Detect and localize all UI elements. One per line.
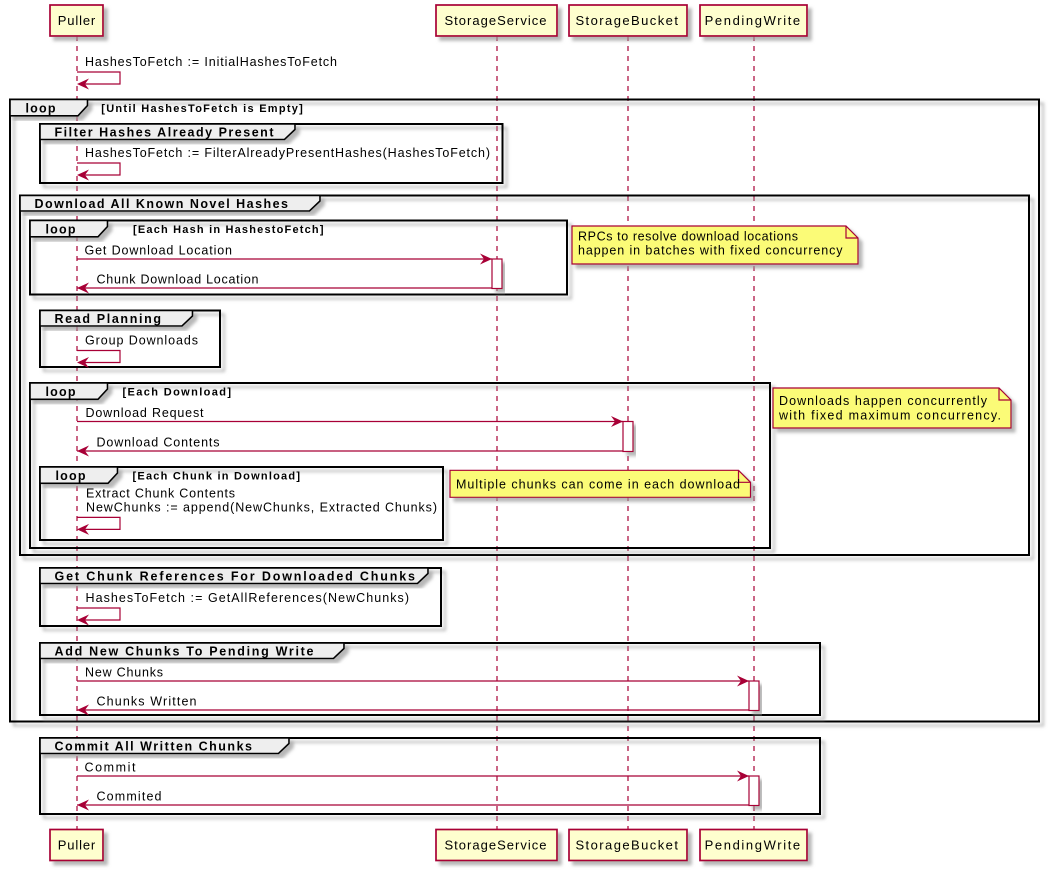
svg-text:Download All Known Novel Hashe: Download All Known Novel Hashes xyxy=(35,197,289,211)
svg-text:Multiple chunks can come in ea: Multiple chunks can come in each downloa… xyxy=(456,478,740,492)
svg-text:NewChunks := append(NewChunks,: NewChunks := append(NewChunks, Extracted… xyxy=(86,500,437,514)
svg-text:Downloads happen concurrently: Downloads happen concurrently xyxy=(779,394,988,408)
svg-text:[Each Download]: [Each Download] xyxy=(123,387,232,399)
svg-text:Chunks Written: Chunks Written xyxy=(97,695,197,709)
svg-text:happen in batches with fixed c: happen in batches with fixed concurrency xyxy=(578,244,843,258)
svg-text:PendingWrite: PendingWrite xyxy=(705,838,801,853)
svg-text:Commit: Commit xyxy=(85,761,137,775)
svg-text:StorageService: StorageService xyxy=(445,13,547,28)
svg-text:HashesToFetch := GetAllReferen: HashesToFetch := GetAllReferences(NewChu… xyxy=(86,591,410,605)
svg-text:Puller: Puller xyxy=(58,838,96,853)
svg-text:StorageBucket: StorageBucket xyxy=(575,838,678,853)
svg-text:Puller: Puller xyxy=(58,13,96,28)
svg-text:HashesToFetch := FilterAlready: HashesToFetch := FilterAlreadyPresentHas… xyxy=(85,146,490,160)
svg-text:loop: loop xyxy=(26,102,56,116)
svg-text:Get Download Location: Get Download Location xyxy=(85,244,233,258)
svg-text:Commited: Commited xyxy=(97,790,162,804)
svg-text:Filter Hashes Already Present: Filter Hashes Already Present xyxy=(55,126,275,140)
svg-text:Group Downloads: Group Downloads xyxy=(85,334,198,348)
svg-text:HashesToFetch := InitialHashes: HashesToFetch := InitialHashesToFetch xyxy=(85,55,337,69)
svg-text:Chunk Download Location: Chunk Download Location xyxy=(97,273,259,287)
svg-text:Download Contents: Download Contents xyxy=(97,436,220,450)
svg-text:Extract Chunk Contents: Extract Chunk Contents xyxy=(86,486,235,500)
svg-text:StorageBucket: StorageBucket xyxy=(575,13,678,28)
svg-text:Get Chunk References For Downl: Get Chunk References For Downloaded Chun… xyxy=(55,570,416,584)
svg-text:[Until HashesToFetch is Empty]: [Until HashesToFetch is Empty] xyxy=(101,103,303,115)
svg-text:Download Request: Download Request xyxy=(86,406,205,420)
svg-text:loop: loop xyxy=(46,223,76,237)
svg-text:Read Planning: Read Planning xyxy=(55,312,162,326)
svg-text:loop: loop xyxy=(46,385,76,399)
svg-text:Add New Chunks To Pending Writ: Add New Chunks To Pending Write xyxy=(55,645,314,659)
svg-text:loop: loop xyxy=(56,469,86,483)
svg-text:StorageService: StorageService xyxy=(445,838,547,853)
svg-text:RPCs to resolve download locat: RPCs to resolve download locations xyxy=(578,229,798,243)
svg-text:with fixed maximum concurrency: with fixed maximum concurrency. xyxy=(778,409,1001,423)
svg-text:PendingWrite: PendingWrite xyxy=(705,13,801,28)
svg-text:Commit All Written Chunks: Commit All Written Chunks xyxy=(55,740,253,754)
svg-text:[Each Hash in HashestoFetch]: [Each Hash in HashestoFetch] xyxy=(133,224,324,236)
svg-text:New Chunks: New Chunks xyxy=(85,666,163,680)
